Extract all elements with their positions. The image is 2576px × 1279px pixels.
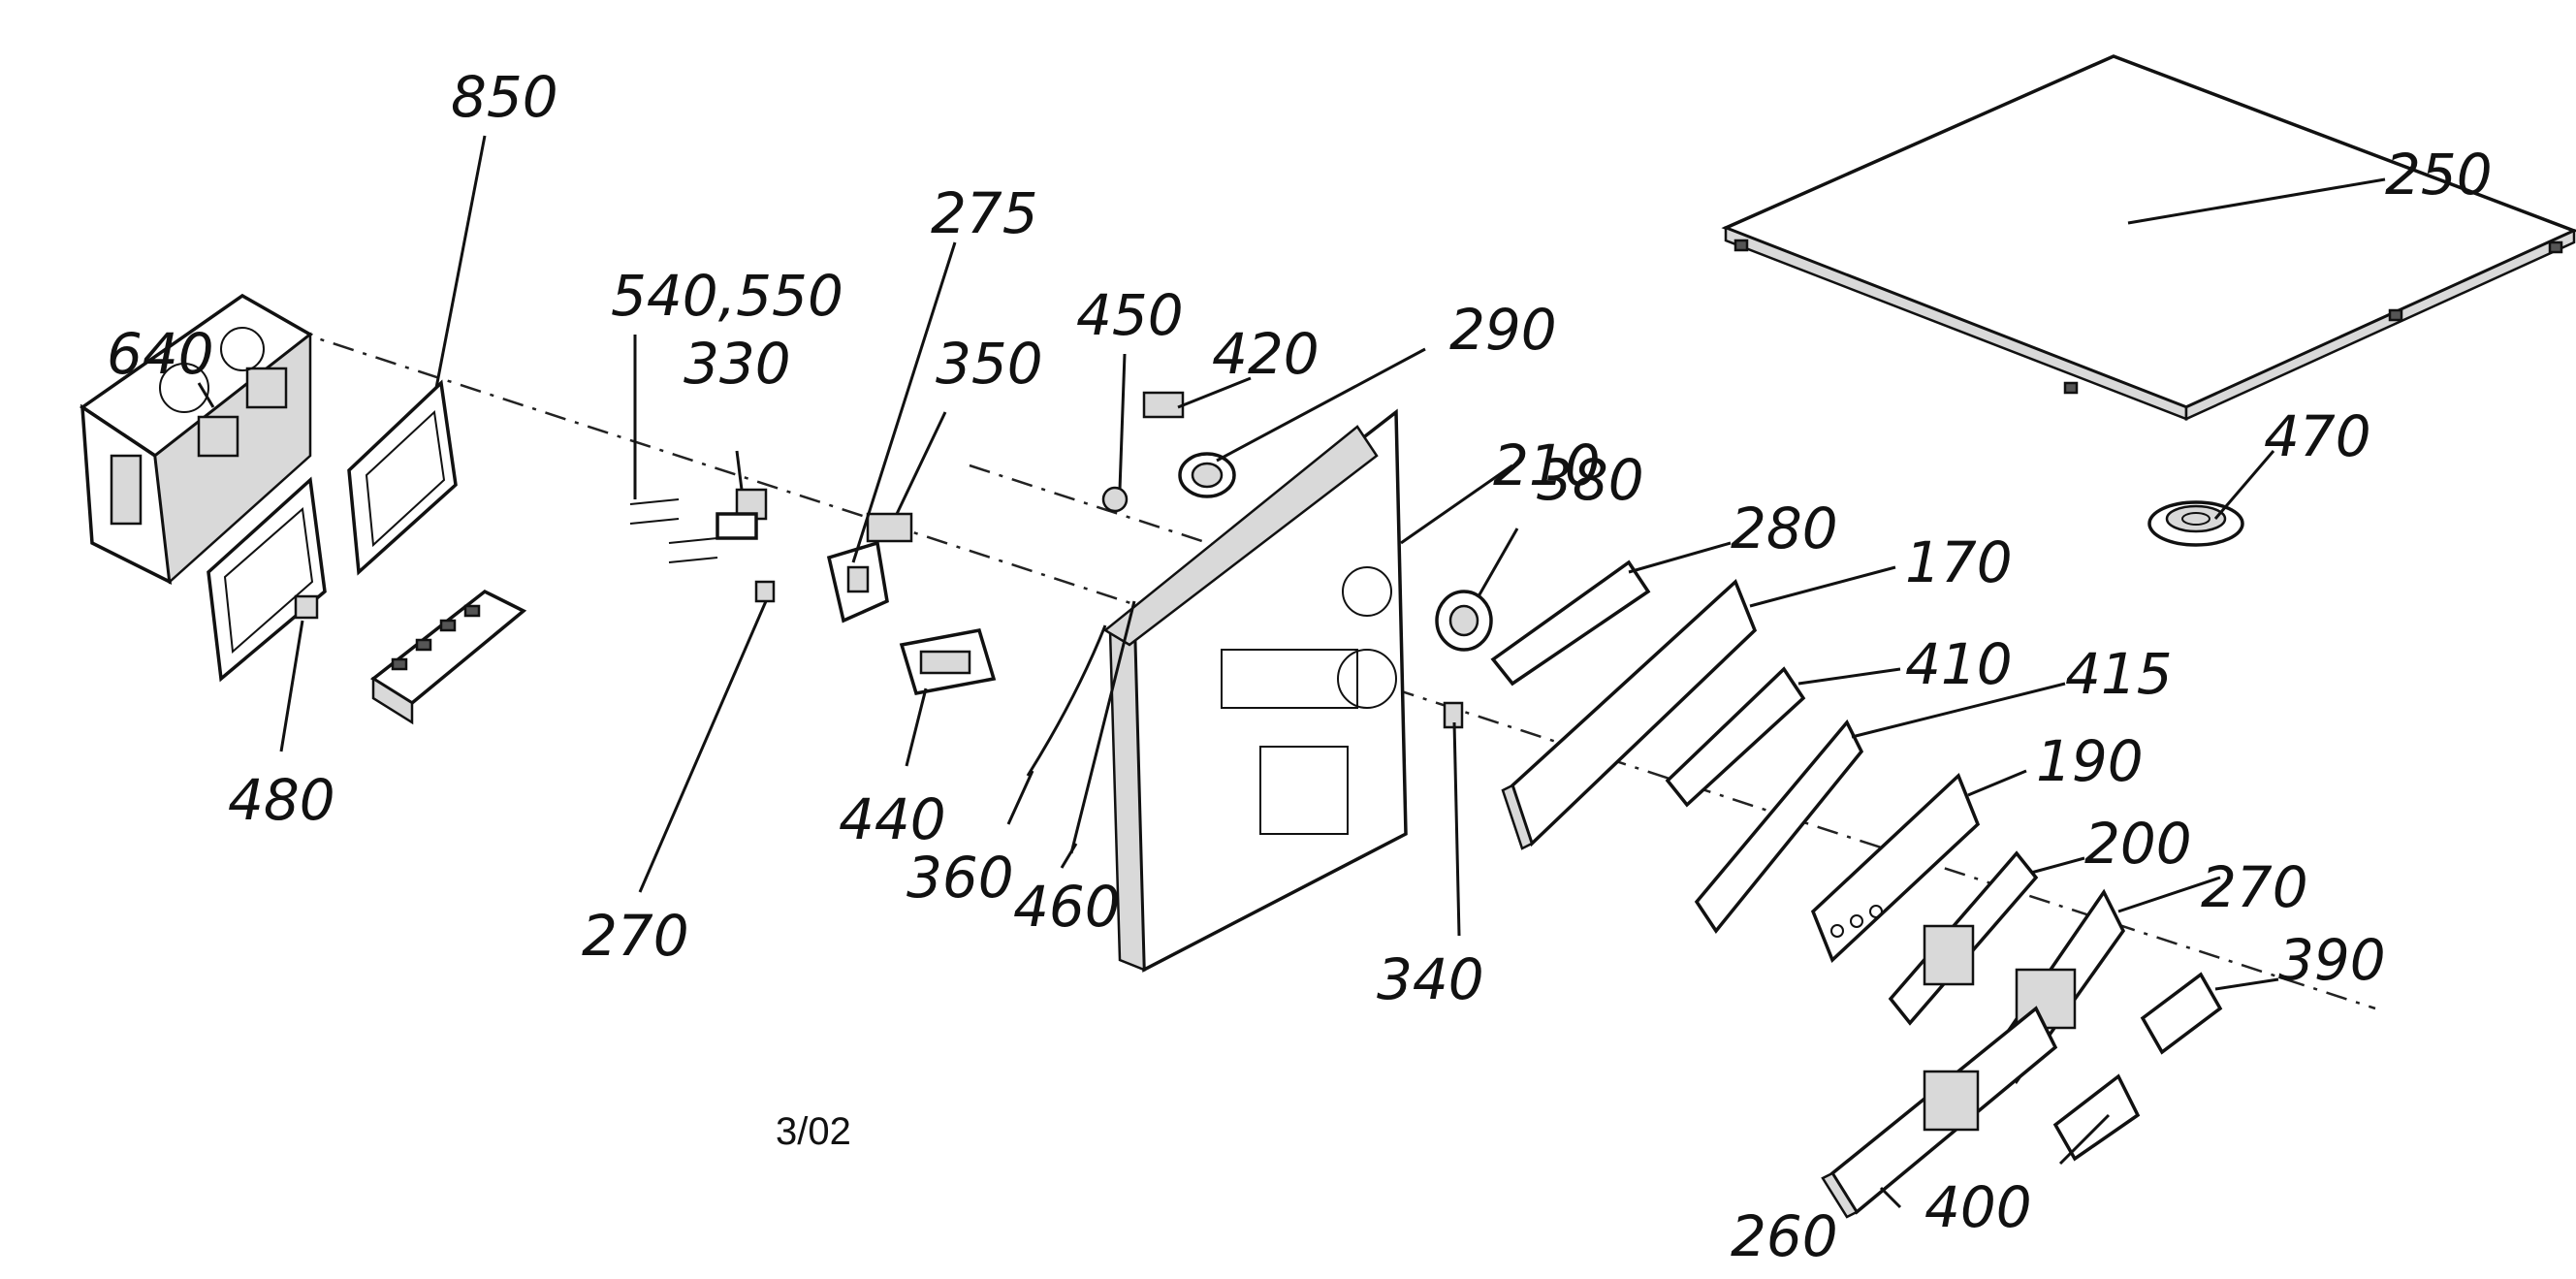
part-850-frame — [207, 379, 458, 683]
callout-410: 410 — [1905, 631, 2013, 697]
callout-250: 250 — [2385, 142, 2493, 208]
part-260-front-panel — [1821, 1006, 2058, 1219]
part-400-cap — [2052, 1073, 2141, 1162]
part-250-top-cover — [1721, 54, 2576, 421]
callout-270-right: 270 — [2201, 854, 2308, 920]
callout-540-550: 540,550 — [611, 263, 843, 329]
callout-440: 440 — [839, 786, 946, 852]
part-275-bracket — [826, 540, 889, 624]
part-390-cap — [2140, 972, 2223, 1055]
assembly-axis-lines — [290, 328, 2376, 1010]
part-switch-strip — [369, 589, 527, 725]
part-410-lens — [1665, 666, 1806, 808]
callout-275: 275 — [931, 180, 1038, 246]
callout-420: 420 — [1212, 321, 1320, 387]
part-380-knob — [1435, 590, 1493, 652]
callout-450: 450 — [1076, 282, 1184, 348]
part-210-console-housing — [1102, 408, 1408, 973]
part-540-550-contacts — [629, 498, 718, 563]
part-440-switch — [899, 627, 997, 696]
callout-415: 415 — [2065, 641, 2173, 707]
part-350-bracket — [866, 512, 913, 543]
callout-470: 470 — [2264, 403, 2371, 469]
callout-280: 280 — [1731, 496, 1838, 561]
part-170-panel — [1501, 579, 1758, 850]
callout-400: 400 — [1924, 1174, 2032, 1240]
part-280-trim — [1490, 560, 1651, 687]
part-290-knob — [1178, 452, 1236, 498]
leader-lines — [197, 135, 2386, 1209]
callout-360: 360 — [906, 845, 1014, 911]
callout-340: 340 — [1377, 946, 1484, 1012]
part-420-latch — [1142, 391, 1185, 419]
part-200-module — [1888, 850, 2039, 1026]
part-460-wire — [1069, 600, 1136, 854]
callout-210: 210 — [1493, 432, 1601, 498]
callout-260: 260 — [1731, 1203, 1838, 1269]
callout-270-left: 270 — [582, 903, 689, 969]
part-480-clip — [294, 594, 319, 620]
part-640-control-board — [79, 293, 314, 586]
callout-330: 330 — [684, 331, 791, 397]
part-270-clip-left — [754, 580, 776, 603]
callout-460: 460 — [1013, 874, 1121, 940]
callout-390: 390 — [2278, 927, 2386, 993]
date-code: 3/02 — [776, 1110, 851, 1153]
callout-850: 850 — [451, 64, 558, 130]
part-470-knob — [2147, 500, 2244, 547]
callout-290: 290 — [1449, 297, 1557, 363]
callout-200: 200 — [2084, 811, 2192, 877]
callout-380: 380 — [1537, 447, 1644, 513]
callout-190: 190 — [2036, 728, 2144, 794]
part-415-overlay — [1694, 719, 1864, 934]
callout-170: 170 — [1905, 529, 2013, 595]
part-330-relay — [716, 488, 768, 540]
callout-640: 640 — [107, 321, 214, 387]
part-360-wire — [1026, 624, 1107, 777]
callout-350: 350 — [936, 331, 1043, 397]
callout-labels: 850 640 540,550 330 275 350 450 420 290 … — [107, 64, 2493, 1269]
assembly-axis-main — [290, 328, 2376, 1010]
part-190-panel — [1810, 772, 1981, 964]
part-450-clip — [1101, 486, 1129, 513]
callout-480: 480 — [228, 767, 335, 833]
